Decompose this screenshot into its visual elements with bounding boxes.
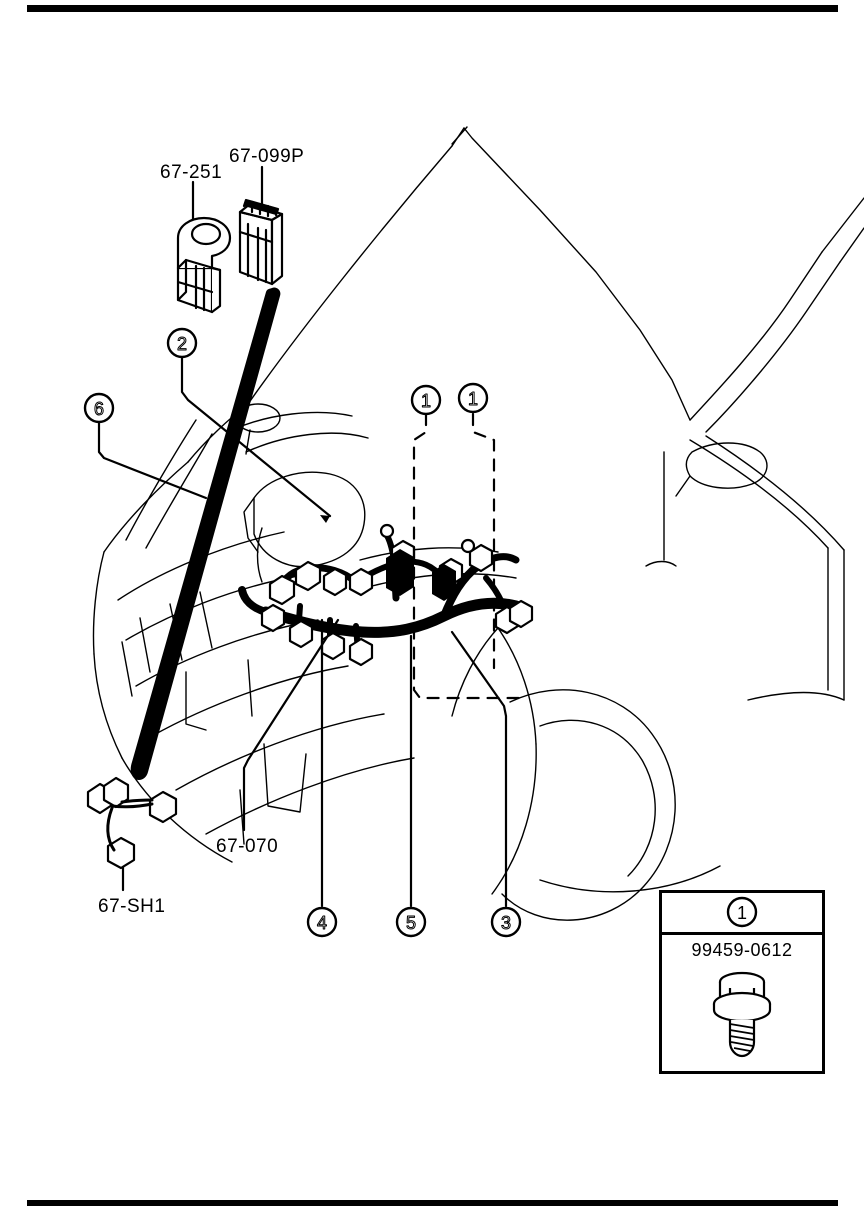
part-label-67-070: 67-070 xyxy=(216,836,279,857)
callout-number: 1 xyxy=(468,389,478,409)
callout-balloon[interactable]: 5 xyxy=(395,906,427,938)
callout-balloon[interactable]: 2 xyxy=(166,327,198,359)
callout-balloon[interactable]: 1 xyxy=(457,382,489,414)
flange-bolt-icon xyxy=(712,971,772,1058)
callout-balloon[interactable]: 4 xyxy=(306,906,338,938)
relay-connector-icon xyxy=(176,216,232,314)
ground-cable-icon xyxy=(130,287,281,780)
callout-number: 1 xyxy=(421,391,431,411)
callout-number: 4 xyxy=(317,913,327,933)
fusebox-connector-icon xyxy=(238,198,284,286)
legend-part-number: 99459-0612 xyxy=(691,940,793,960)
part-label-67-099P: 67-099P xyxy=(229,146,305,167)
page-rule-top xyxy=(27,5,838,12)
legend-box: 1 99459-0612 xyxy=(659,890,825,1074)
part-label-67-SH1: 67-SH1 xyxy=(98,896,166,917)
part-label-67-251: 67-251 xyxy=(160,162,223,183)
leader-lines xyxy=(97,165,522,908)
callout-balloons: 1 1 2 6 4 xyxy=(83,327,522,938)
sub-harness-icon xyxy=(86,776,178,870)
legend-header: 1 xyxy=(662,893,822,935)
harness-relay-block-icon xyxy=(386,549,456,601)
callout-balloon[interactable]: 6 xyxy=(83,392,115,424)
harness-connectors-icon xyxy=(260,523,534,667)
callout-number: 2 xyxy=(177,334,187,354)
legend-body: 99459-0612 xyxy=(662,932,822,1068)
callout-number: 6 xyxy=(94,399,104,419)
callout-balloon[interactable]: 1 xyxy=(410,384,442,416)
page-rule-bottom xyxy=(27,1200,838,1206)
callout-number: 5 xyxy=(406,913,416,933)
callout-number: 3 xyxy=(501,913,511,933)
callout-balloon[interactable]: 3 xyxy=(490,906,522,938)
legend-callout-number: 1 xyxy=(737,903,747,923)
